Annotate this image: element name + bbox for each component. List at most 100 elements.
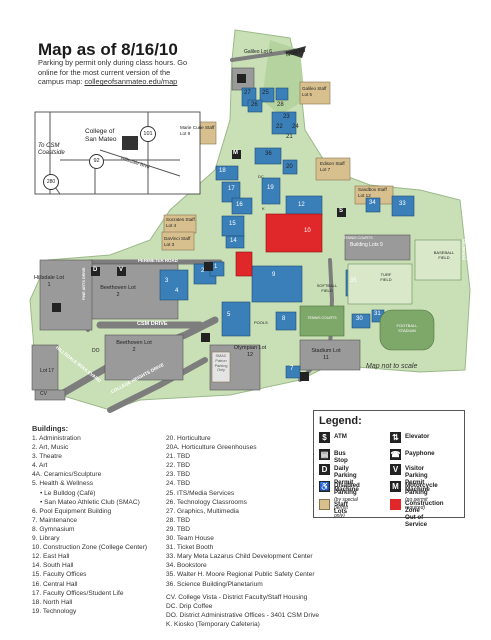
map-link[interactable]: collegeofsanmateo.edu/map bbox=[84, 77, 178, 87]
building-entry: 5. Health & Wellness bbox=[32, 480, 94, 488]
lot-label-olympian: Olympian Lot 12 bbox=[233, 345, 267, 358]
page-subtitle: Parking by permit only during class hour… bbox=[38, 58, 198, 87]
lot-label-beethoven-2b: Beethoven Lot 2 bbox=[116, 340, 152, 353]
highway-shield-92: 92 bbox=[89, 154, 104, 169]
building-number-23: 23 bbox=[283, 114, 290, 120]
building-entry: K. Kiosko (Temporary Cafeteria) bbox=[166, 620, 260, 628]
building-number-26: 26 bbox=[251, 102, 258, 108]
bus-icon: ▤ bbox=[319, 449, 330, 460]
building-entry: 30. Team House bbox=[166, 535, 214, 543]
building-number-2: 2 bbox=[201, 268, 205, 274]
lot-label-17: Lot 17 bbox=[40, 368, 54, 374]
visitor-parking-icon: V bbox=[390, 464, 401, 475]
building-entry: 4A. Ceramics/Sculpture bbox=[32, 471, 102, 479]
highway-shield-280: 280 bbox=[43, 174, 59, 190]
building-number-19: 19 bbox=[267, 185, 274, 191]
building-entry: 16. Central Hall bbox=[32, 580, 78, 588]
building-entry: 18. North Hall bbox=[32, 598, 73, 606]
building-entry: 1. Administration bbox=[32, 435, 81, 442]
building-entry: 10. Construction Zone (College Center) bbox=[32, 544, 148, 552]
building-entry: • Le Bulldog (Café) bbox=[40, 489, 96, 497]
page-title: Map as of 8/16/10 bbox=[38, 40, 178, 59]
lot-label-smac: SMAC Patron Parking Only bbox=[214, 354, 228, 373]
building-entry: 20A. Horticulture Greenhouses bbox=[166, 444, 257, 452]
inset-locator-map bbox=[34, 111, 201, 195]
building-number-20: 20 bbox=[286, 164, 293, 170]
elevator-icon: ⇅ bbox=[390, 432, 401, 443]
building-entry: 7. Maintenance bbox=[32, 516, 78, 524]
building-number-36: 36 bbox=[265, 151, 272, 157]
building-entry: 35. Walter H. Moore Regional Public Safe… bbox=[166, 571, 315, 579]
lot-marker-m: M bbox=[233, 150, 238, 156]
building-entry: 22. TBD bbox=[166, 462, 191, 470]
not-to-scale-note: Map not to scale bbox=[366, 363, 418, 370]
building-number-5: 5 bbox=[227, 312, 231, 318]
road-label-csm-drive: CSM DRIVE bbox=[137, 321, 168, 327]
building-number-17: 17 bbox=[228, 186, 235, 192]
parking-lots bbox=[31, 67, 411, 401]
building-entry: 27. Graphics, Multimedia bbox=[166, 507, 239, 515]
lot-label-marie-curie: Marie Curie Staff Lot 9 bbox=[180, 125, 215, 136]
building-number-1: 1 bbox=[214, 264, 218, 270]
building-number-3: 3 bbox=[165, 278, 169, 284]
building-entry: 26. Technology Classrooms bbox=[166, 498, 247, 506]
building-number-16: 16 bbox=[236, 202, 243, 208]
subtitle-text: Parking by permit only during class hour… bbox=[38, 58, 188, 87]
building-entry: 29. TBD bbox=[166, 525, 191, 533]
atm-icon: $ bbox=[319, 432, 330, 443]
construction-zones bbox=[235, 213, 323, 277]
building-entry: 24. TBD bbox=[166, 480, 191, 488]
legend-title: Legend: bbox=[319, 415, 362, 427]
lot-label-galileo-staff-5: Galileo Staff Lot 5 bbox=[302, 86, 327, 97]
building-entry: 6. Pool Equipment Building bbox=[32, 507, 112, 515]
lot-label-sandbox: Sandbox Staff Lot 12 bbox=[358, 187, 387, 198]
building-entry: • San Mateo Athletic Club (SMAC) bbox=[40, 498, 140, 506]
building-number-4: 4 bbox=[175, 288, 179, 294]
building-entry: 20. Horticulture bbox=[166, 435, 211, 442]
building-entry: DO. District Administrative Offices - 34… bbox=[166, 611, 320, 619]
building-entry: 2. Art, Music bbox=[32, 444, 69, 452]
field-label-pools: POOLS bbox=[254, 320, 268, 325]
building-number-21: 21 bbox=[286, 134, 293, 140]
road-label-fine-arts: FINE ARTS DRIVE bbox=[82, 267, 86, 300]
north-arrow-icon bbox=[284, 46, 306, 58]
building-entry: 33. Mary Meta Lazarus Child Development … bbox=[166, 553, 313, 561]
building-entry: 8. Gymnasium bbox=[32, 525, 75, 533]
building-entry: 9. Library bbox=[32, 535, 60, 543]
lot-marker-d: D bbox=[93, 267, 98, 273]
lot-label-socrates: Socrates Staff Lot 4 bbox=[166, 217, 195, 228]
map-legend: Legend: $ ATM ⇅ Elevator ▤ Bus Stop ☎ Pa… bbox=[313, 410, 465, 528]
building-entry: CV. College Vista - District Faculty/Sta… bbox=[166, 593, 308, 601]
building-entry: 36. Science Building/Planetarium bbox=[166, 580, 263, 588]
building-number-34: 34 bbox=[369, 200, 376, 206]
building-number-30: 30 bbox=[356, 316, 363, 322]
building-number-35: 35 bbox=[350, 278, 357, 284]
building-entry: 12. East Hall bbox=[32, 553, 70, 561]
building-label-dc: DC bbox=[258, 174, 264, 179]
motorcycle-parking-icon: M bbox=[390, 481, 401, 492]
lot-label-stadium: Stadium Lot 11 bbox=[311, 348, 341, 361]
building-entry: 28. TBD bbox=[166, 516, 191, 524]
building-number-18: 18 bbox=[219, 168, 226, 174]
building-entry: 21. TBD bbox=[166, 453, 191, 461]
building-number-10: 10 bbox=[304, 228, 311, 234]
lot-markers bbox=[52, 74, 346, 381]
building-number-27: 27 bbox=[244, 90, 251, 96]
lot-label-hillsdale-1: Hillsdale Lot 1 bbox=[34, 275, 64, 288]
building-number-25: 25 bbox=[262, 90, 269, 96]
building-entry: 15. Faculty Offices bbox=[32, 571, 87, 579]
road-label-perimeter: PERIMETER ROAD bbox=[138, 258, 178, 263]
building-entry: 25. ITS/Media Services bbox=[166, 489, 235, 497]
construction-zone-swatch bbox=[390, 499, 401, 510]
staff-lot-swatch bbox=[319, 499, 330, 510]
building-number-9: 9 bbox=[272, 272, 276, 278]
building-entry: 19. Technology bbox=[32, 607, 77, 615]
building-label-k: K bbox=[262, 206, 265, 211]
building-entry: 3. Theatre bbox=[32, 453, 62, 461]
staff-lots bbox=[161, 81, 394, 383]
building-entry: 23. TBD bbox=[166, 471, 191, 479]
buildings-list: Buildings: 1. Administration 2. Art, Mus… bbox=[32, 424, 319, 628]
field-label-softball: SOFTBALL FIELD bbox=[316, 283, 338, 293]
building-number-22: 22 bbox=[276, 124, 283, 130]
lot-marker-v: V bbox=[119, 267, 124, 273]
